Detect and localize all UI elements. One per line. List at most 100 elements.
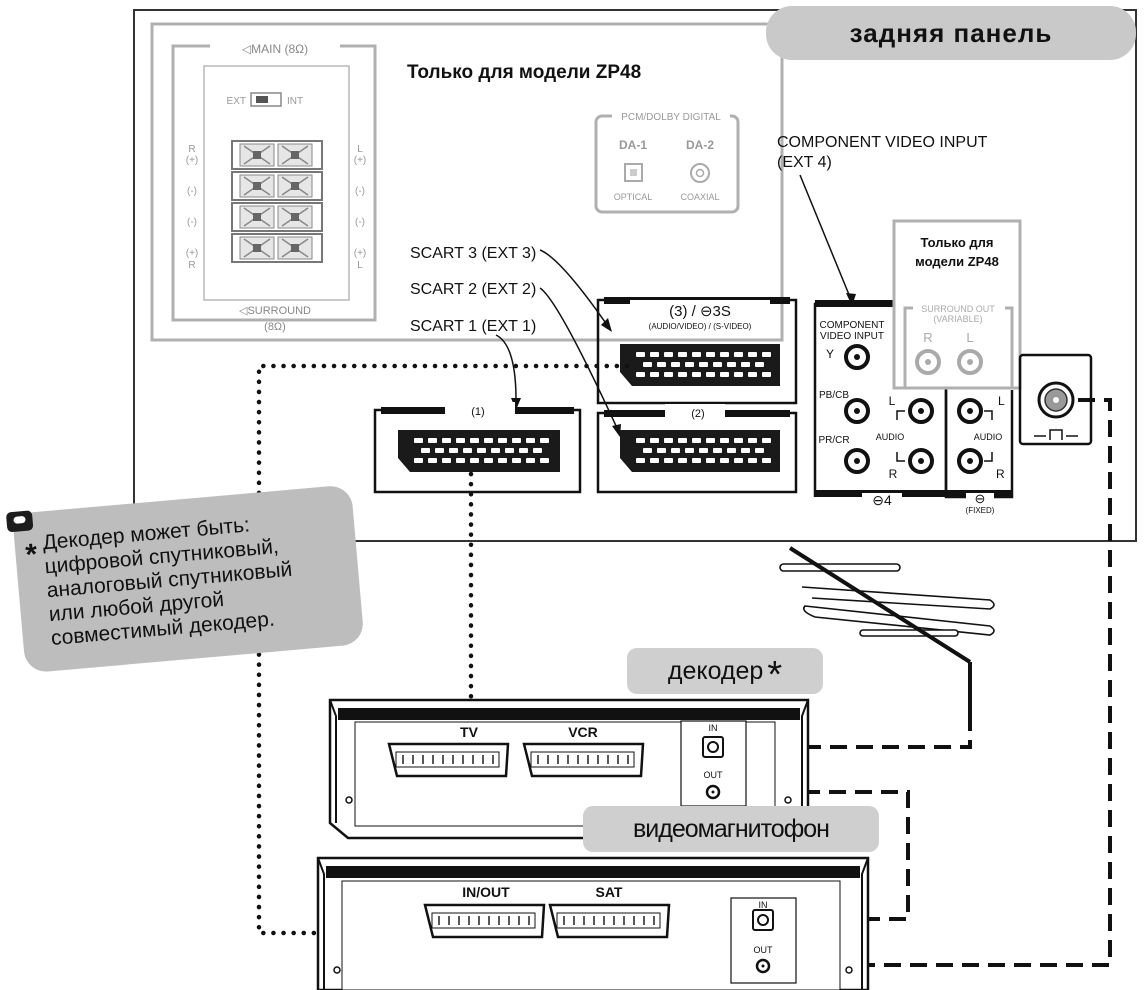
decoder-in-label: IN [709, 723, 718, 733]
component-footer: ⊖4 [872, 492, 892, 508]
component-pr-label: PR/CR [818, 435, 849, 446]
vcr-rf-out-jack[interactable] [755, 958, 771, 974]
component-callout-line2: (EXT 4) [777, 154, 832, 171]
component-audio-l-jack[interactable] [908, 398, 934, 424]
fixed-audio-label: AUDIO [974, 432, 1003, 442]
speaker-main-label: ◁MAIN (8Ω) [242, 42, 308, 56]
speaker-right-label-2: (+) [354, 155, 367, 166]
vcr-in-label: IN [759, 900, 768, 910]
component-audio-label: AUDIO [876, 432, 905, 442]
surround-out-l-label: L [966, 330, 973, 345]
fixed-audio-r-jack[interactable] [957, 448, 983, 474]
scart3-arrow [539, 249, 606, 323]
fixed-audio-footer: (FIXED) [966, 506, 995, 515]
decoder-badge: декодер* [627, 648, 823, 694]
scart1-arrow [495, 334, 517, 401]
coaxial-jack[interactable] [690, 163, 710, 183]
speaker-ext-label: EXT [227, 96, 246, 107]
vcr-badge: видеомагнитофон [583, 806, 879, 852]
decoder-note: * Декодер может быть: цифровой спутников… [5, 484, 365, 674]
vcr-out-to-tv-cable [775, 398, 1112, 967]
speaker-left-label-2: (+) [186, 155, 199, 166]
speaker-surround-label: ◁SURROUND [239, 305, 311, 317]
da2-label: DA-2 [686, 138, 714, 152]
hand-pointer-icon [5, 510, 34, 533]
zp48-only-box-line1: Только для [921, 235, 994, 250]
component-audio-r-label: R [889, 467, 898, 481]
vcr-sat-scart[interactable] [548, 903, 671, 939]
note-asterisk: * [24, 538, 39, 572]
decoder-out-label: OUT [704, 770, 724, 780]
vcr-out-label: OUT [754, 945, 774, 955]
rear-panel-title: задняя панель [766, 6, 1136, 60]
scart1-socket[interactable] [398, 430, 560, 472]
surround-out-heading-1: SURROUND OUT [921, 304, 995, 314]
da1-label: DA-1 [619, 138, 647, 152]
scart3-to-vcr-cable [256, 363, 630, 936]
decoder-tv-label: TV [460, 724, 479, 740]
speaker-right-label-3: (-) [355, 186, 365, 197]
component-pb-jack[interactable] [844, 398, 870, 424]
decoder-badge-asterisk: * [767, 654, 783, 696]
surround-out-r-label: R [923, 330, 932, 345]
component-callout-line1: COMPONENT VIDEO INPUT [777, 134, 988, 151]
decoder-tv-scart[interactable] [387, 742, 510, 778]
scart1-label: SCART 1 (EXT 1) [410, 318, 536, 335]
component-heading-1: COMPONENT [820, 320, 885, 331]
speaker-left-label-3: (-) [187, 186, 197, 197]
component-heading-2: VIDEO INPUT [820, 331, 884, 342]
fixed-audio-r-label: R [996, 467, 1005, 481]
surround-out-heading-2: (VARIABLE) [933, 314, 982, 324]
optical-label: OPTICAL [614, 192, 653, 202]
decoder-badge-label: декодер [667, 656, 764, 685]
zp48-only-box-line2: модели ZP48 [915, 254, 999, 269]
speaker-left-label-6: R [188, 260, 195, 271]
antenna-symbol [1034, 429, 1078, 440]
scart3-panel [596, 298, 798, 405]
scart3-label: SCART 3 (EXT 3) [410, 245, 536, 262]
component-audio-l-label: L [889, 394, 896, 408]
scart1-header: (1) [471, 406, 484, 418]
scart3-socket[interactable] [620, 344, 780, 386]
decoder-vcr-label: VCR [568, 724, 598, 740]
scart3-subheader: (AUDIO/VIDEO) / (S-VIDEO) [649, 322, 752, 331]
speaker-right-label-6: L [357, 260, 363, 271]
speaker-right-label-1: L [357, 144, 363, 155]
decoder-rf-in-jack[interactable] [702, 736, 724, 758]
fixed-audio-l-jack[interactable] [957, 398, 983, 424]
component-pr-jack[interactable] [844, 448, 870, 474]
component-y-jack[interactable] [844, 344, 870, 370]
component-audio-r-jack[interactable] [908, 448, 934, 474]
vcr-inout-label: IN/OUT [462, 884, 510, 900]
vcr-rf-in-jack[interactable] [752, 909, 774, 931]
svg-text:⊖: ⊖ [975, 491, 986, 506]
scart2-socket[interactable] [620, 430, 780, 472]
note-text: Декодер может быть: цифровой спутниковый… [42, 510, 298, 651]
vcr-sat-label: SAT [596, 884, 623, 900]
speaker-int-label: INT [287, 96, 303, 107]
coaxial-label: COAXIAL [680, 192, 719, 202]
antenna-input-jack[interactable] [1037, 381, 1075, 419]
antenna-icon [779, 546, 995, 720]
vcr-inout-scart[interactable] [423, 903, 546, 939]
decoder-rf-out-jack[interactable] [705, 784, 721, 800]
speaker-left-label-4: (-) [187, 217, 197, 228]
surround-out-l-jack[interactable] [957, 349, 983, 375]
scart2-label: SCART 2 (EXT 2) [410, 281, 536, 298]
decoder-vcr-scart[interactable] [522, 742, 645, 778]
speaker-right-label-5: (+) [354, 248, 367, 259]
speaker-terminals [231, 140, 323, 263]
speaker-terminal-inner [203, 65, 350, 301]
scart2-arrow [539, 287, 618, 429]
component-y-label: Y [826, 347, 834, 361]
speaker-left-label-5: (+) [186, 248, 199, 259]
zp48-only-heading: Только для модели ZP48 [407, 62, 641, 83]
scart2-header: (2) [691, 408, 704, 420]
optical-jack[interactable] [624, 163, 643, 182]
speaker-surround-ohm: (8Ω) [264, 321, 286, 333]
pcm-header: PCM/DOLBY DIGITAL [621, 112, 721, 123]
fixed-audio-l-label: L [998, 394, 1005, 408]
surround-out-r-jack[interactable] [915, 349, 941, 375]
